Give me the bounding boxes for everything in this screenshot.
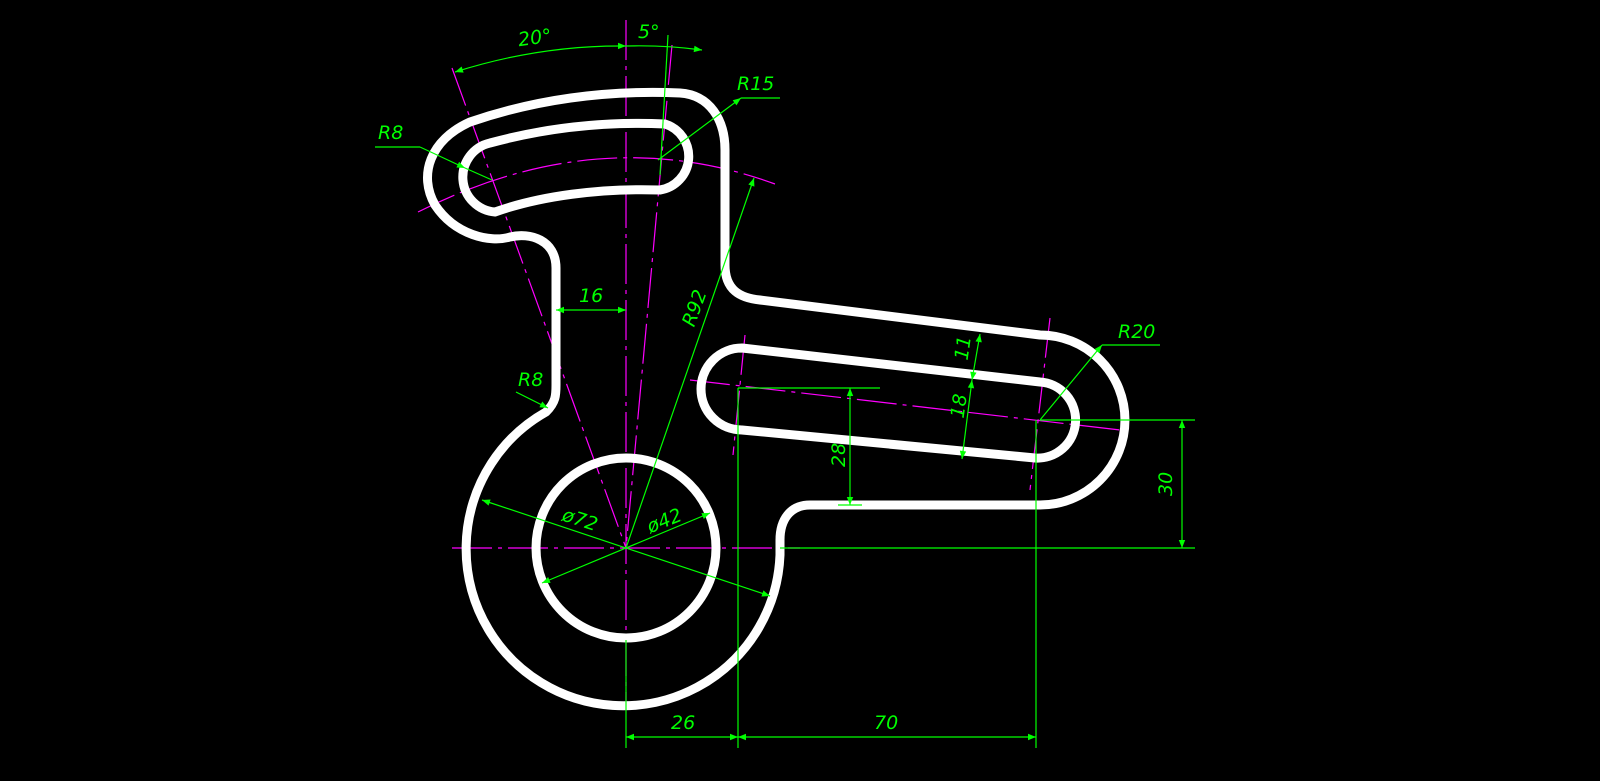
r20-label: R20 bbox=[1118, 321, 1155, 343]
length-70-label: 70 bbox=[874, 712, 898, 734]
r8-fillet-label: R8 bbox=[518, 369, 543, 391]
height-30-label: 30 bbox=[1155, 472, 1177, 496]
dia72-label: ø72 bbox=[559, 504, 601, 536]
right-slot bbox=[696, 343, 1081, 463]
upper-slot bbox=[458, 118, 694, 217]
height-28-label: 28 bbox=[828, 443, 850, 467]
dimension-labels: 20° 5° R15 R8 16 R92 R8 ø72 ø42 28 11 18… bbox=[378, 21, 1177, 734]
angle-5-label: 5° bbox=[638, 21, 660, 43]
r92-label: R92 bbox=[678, 287, 711, 330]
width-16-label: 16 bbox=[579, 285, 603, 307]
dimension-lines bbox=[375, 34, 1195, 748]
width-11-label: 11 bbox=[951, 335, 976, 362]
length-26-label: 26 bbox=[671, 712, 695, 734]
part-outline bbox=[423, 87, 1130, 711]
angle-20-label: 20° bbox=[517, 25, 553, 51]
width-18-label: 18 bbox=[947, 393, 972, 420]
dia42-label: ø42 bbox=[643, 504, 685, 538]
outer-contour bbox=[423, 87, 1130, 711]
r8-top-label: R8 bbox=[378, 122, 403, 144]
r15-label: R15 bbox=[737, 73, 774, 95]
